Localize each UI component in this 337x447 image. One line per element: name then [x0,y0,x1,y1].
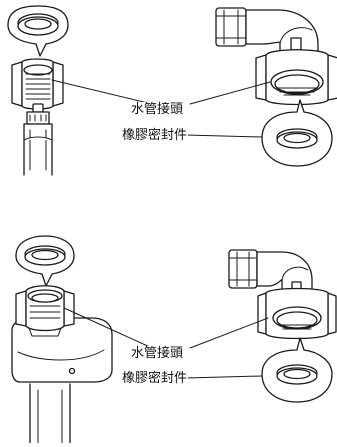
top-left-hose-nut [11,58,64,113]
bottom-panel [11,235,337,444]
top-right-nut [255,49,337,106]
bottom-right-seal-callout [261,337,333,403]
top-left-seal-callout [7,5,69,57]
bottom-left-valve [11,317,113,444]
bottom-rubber-seal-label: 橡膠密封件 [121,371,189,387]
top-left-hose [23,111,53,176]
top-leader-lines [51,79,271,138]
bottom-hose-joint-label: 水管接頭 [130,346,185,362]
bottom-right-nut [257,287,337,340]
top-right-seal-callout [261,99,333,167]
top-rubber-seal-label: 橡膠密封件 [121,128,189,144]
bottom-right-tap-elbow [228,249,313,293]
bottom-left-seal-callout [15,235,75,287]
top-panel [7,5,337,176]
bottom-left-nut [15,285,75,332]
top-hose-joint-label: 水管接頭 [130,102,185,118]
bottom-leader-lines [63,307,269,379]
top-right-tap-elbow [215,7,319,59]
